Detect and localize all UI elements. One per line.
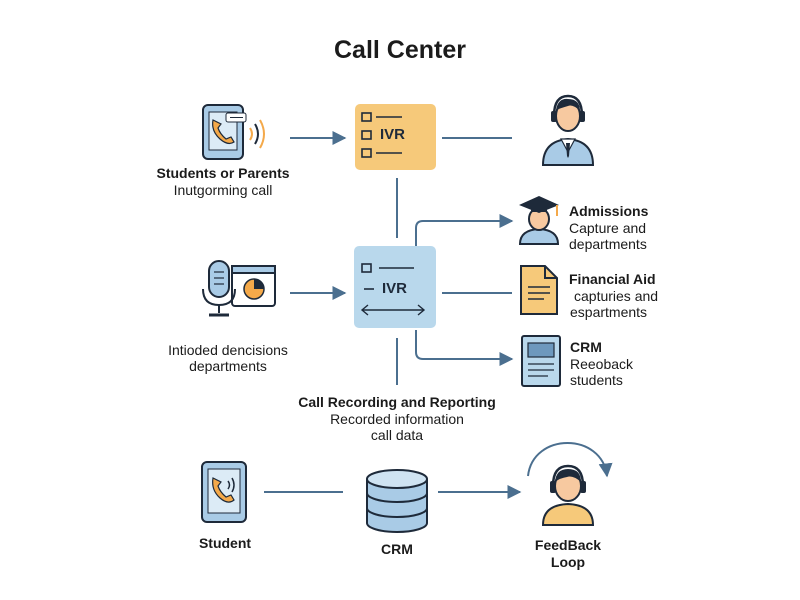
student-phone-icon bbox=[201, 461, 247, 523]
financial-aid-line2: espartments bbox=[570, 304, 648, 320]
diagram-title: Call Center bbox=[334, 36, 466, 64]
document-icon bbox=[520, 265, 558, 315]
feedback-loop-arrow bbox=[527, 442, 613, 478]
financial-aid-title: Financial Aid bbox=[569, 271, 656, 287]
agent-headset-icon bbox=[541, 94, 595, 166]
call-recording-line1: Recorded information bbox=[330, 411, 464, 427]
crm-document-icon bbox=[521, 335, 561, 387]
database-icon bbox=[366, 469, 428, 533]
arrow-ivr-to-crm bbox=[415, 330, 514, 366]
students-parents-subtitle: Inutgorming call bbox=[173, 182, 273, 198]
crm-bottom-label: CRM bbox=[381, 541, 413, 557]
ivr-top-label: IVR bbox=[380, 126, 406, 143]
admissions-title: Admissions bbox=[569, 203, 649, 219]
ivr-mid-label: IVR bbox=[382, 280, 408, 297]
crm-right-line2: students bbox=[570, 372, 623, 388]
phone-call-icon bbox=[202, 104, 265, 160]
call-recording-line2: call data bbox=[370, 427, 424, 443]
financial-aid-line1: capturies and bbox=[574, 288, 659, 304]
intioded-line1: Intioded dencisions bbox=[168, 342, 288, 358]
arrow-ivr-to-admissions bbox=[415, 214, 514, 246]
ivr-top-box bbox=[355, 104, 436, 170]
intioded-line2: departments bbox=[189, 358, 267, 374]
feedback-line2: Loop bbox=[550, 554, 586, 570]
admissions-line1: Capture and bbox=[569, 220, 647, 236]
feedback-agent-icon bbox=[541, 464, 595, 526]
call-recording-title: Call Recording and Reporting bbox=[298, 394, 496, 410]
crm-right-line1: Reeoback bbox=[570, 356, 634, 372]
feedback-line1: FeedBack bbox=[534, 537, 602, 553]
graduate-cap-icon bbox=[518, 196, 560, 245]
crm-right-title: CRM bbox=[570, 339, 602, 355]
ivr-mid-box bbox=[354, 246, 436, 328]
recording-microphone-icon bbox=[202, 260, 276, 317]
connectors bbox=[264, 131, 613, 499]
admissions-line2: departments bbox=[569, 236, 647, 252]
student-label: Student bbox=[198, 535, 252, 551]
students-parents-title: Students or Parents bbox=[156, 165, 290, 181]
